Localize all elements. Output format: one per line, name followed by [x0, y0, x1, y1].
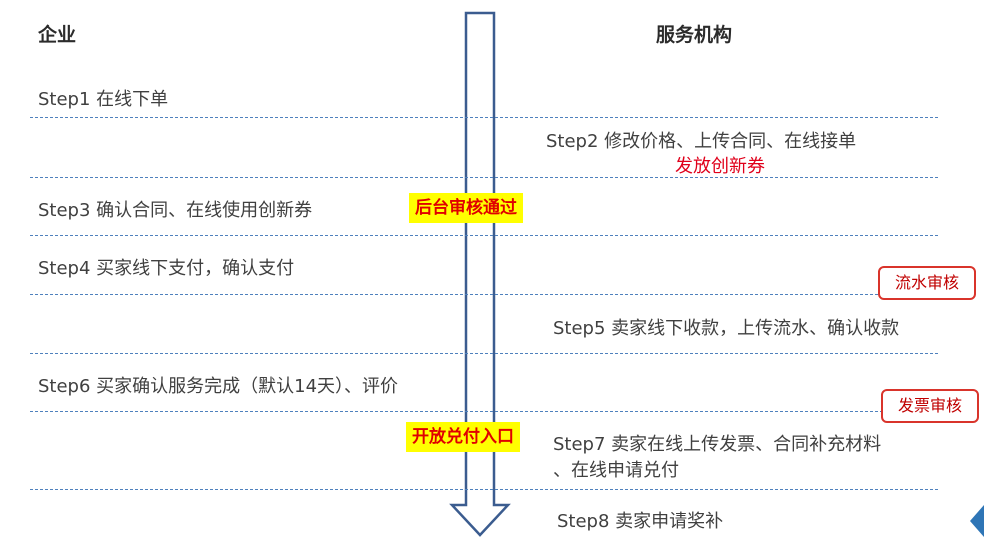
row-divider: [30, 294, 938, 295]
step5-seller-receive-payment: Step5 卖家线下收款，上传流水、确认收款: [553, 318, 900, 339]
step1-place-order: Step1 在线下单: [38, 89, 169, 110]
step2-modify-price: Step2 修改价格、上传合同、在线接单: [546, 131, 857, 152]
step7-seller-upload-invoice: Step7 卖家在线上传发票、合同补充材料: [553, 434, 882, 455]
triangle-left-icon: [970, 505, 984, 537]
audit-passed-label: 后台审核通过: [409, 193, 523, 223]
row-divider: [30, 177, 938, 178]
service-org-column-header: 服务机构: [656, 24, 733, 46]
step2-issue-voucher-note: 发放创新券: [675, 156, 765, 177]
step8-apply-subsidy: Step8 卖家申请奖补: [557, 511, 724, 532]
row-divider: [30, 411, 938, 412]
down-arrow-icon: [449, 11, 511, 537]
step6-buyer-confirm-service: Step6 买家确认服务完成（默认14天）、评价: [38, 376, 399, 397]
open-redeem-label: 开放兑付入口: [406, 422, 520, 452]
enterprise-column-header: 企业: [38, 24, 77, 46]
flow-review-badge: 流水审核: [878, 266, 976, 300]
row-divider: [30, 489, 938, 490]
row-divider: [30, 353, 938, 354]
invoice-review-badge: 发票审核: [881, 389, 979, 423]
row-divider: [30, 235, 938, 236]
step4-buyer-payment: Step4 买家线下支付，确认支付: [38, 258, 295, 279]
step3-confirm-contract: Step3 确认合同、在线使用创新券: [38, 200, 313, 221]
row-divider: [30, 117, 938, 118]
step7-apply-redeem: 、在线申请兑付: [553, 460, 679, 481]
